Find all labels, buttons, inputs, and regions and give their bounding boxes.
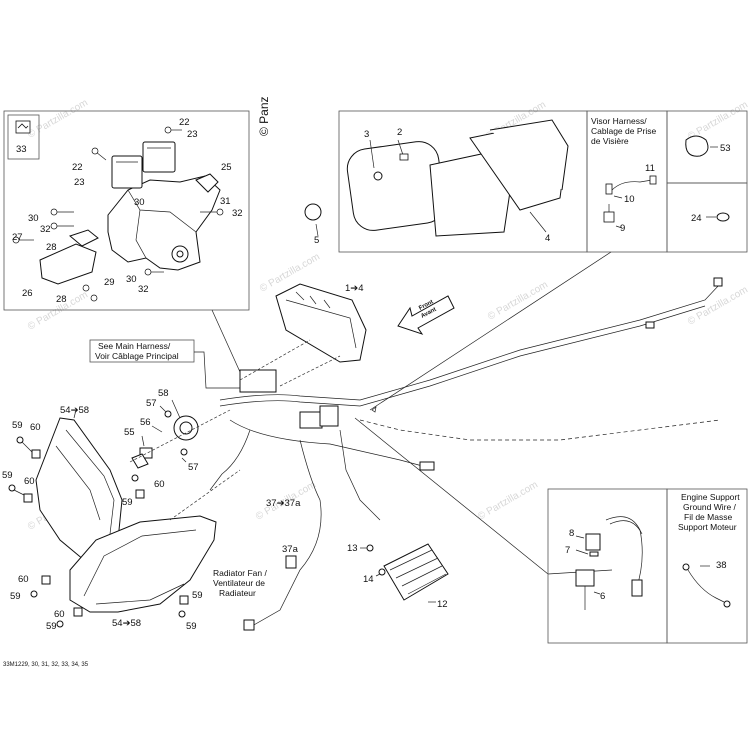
callout-4: 4 — [545, 233, 550, 244]
headlight-lower: 60 59 54➔58 60 59 59 59 60 59 — [10, 474, 217, 632]
watermark: © Partzilla.com — [686, 284, 750, 327]
visor-harness-note-line-1: Visor Harness/ — [591, 116, 647, 126]
bulb-socket-parts: 58 57 56 55 57 — [124, 388, 199, 473]
watermark: © Partzilla.com — [476, 479, 540, 522]
callout-33: 33 — [16, 144, 27, 155]
callout-1-4: 1➔4 — [345, 283, 364, 294]
watermark: © Partzilla.com — [486, 279, 550, 322]
ground-wire-box: Engine Support Ground Wire / Fil de Mass… — [666, 488, 748, 644]
callout-2: 2 — [397, 127, 402, 138]
callout-23-b: 23 — [74, 177, 85, 188]
callout-6: 6 — [600, 591, 605, 602]
callout-9: 9 — [620, 223, 625, 234]
explode-lines — [129, 339, 341, 521]
callout-27: 27 — [12, 232, 23, 243]
visor-harness-note-line-2: Cablage de Prise — [591, 126, 656, 136]
callout-29: 29 — [104, 277, 115, 288]
callout-54-58-a: 54➔58 — [60, 405, 89, 416]
callout-60-c: 60 — [154, 479, 165, 490]
callout-25: 25 — [221, 162, 232, 173]
callout-59-c: 59 — [122, 497, 133, 508]
callout-11: 11 — [645, 163, 655, 174]
visor-harness-box: Visor Harness/ Cablage de Prise de Visiè… — [586, 110, 668, 253]
radiator-fan-note-line-3: Radiateur — [219, 588, 256, 598]
main-wiring-harness — [209, 277, 723, 631]
callout-53: 53 — [720, 143, 731, 154]
callout-37-37a: 37➔37a — [266, 498, 301, 509]
callout-59-g: 59 — [46, 621, 57, 632]
leader-lines — [211, 251, 613, 575]
callout-55: 55 — [124, 427, 135, 438]
callout-24: 24 — [691, 213, 702, 224]
callout-59-b: 59 — [2, 470, 13, 481]
callout-57-b: 57 — [188, 462, 199, 473]
callout-31: 31 — [220, 196, 231, 207]
callout-38: 38 — [716, 560, 727, 571]
grommet-box: 24 — [666, 182, 748, 253]
callout-60-a: 60 — [30, 422, 41, 433]
radiator-fan-section: 37➔37a 37a Radiator Fan / Ventilateur de… — [213, 498, 301, 598]
callout-10: 10 — [624, 194, 635, 205]
callout-59-d: 59 — [10, 591, 21, 602]
callout-30-a: 30 — [134, 197, 145, 208]
callout-8: 8 — [569, 528, 574, 539]
callout-32-a: 32 — [232, 208, 243, 219]
main-harness-note-line-2: Voir Câblage Principal — [95, 351, 179, 361]
callout-60-d: 60 — [18, 574, 29, 585]
ignition-switch-box: 8 7 6 — [547, 488, 668, 644]
callout-5: 5 — [314, 235, 319, 246]
radiator-fan-note-line-2: Ventilateur de — [213, 578, 265, 588]
callout-60-e: 60 — [54, 609, 65, 620]
callout-37a: 37a — [282, 544, 299, 555]
gauge-exploded-box: 3 2 5 4 — [304, 110, 588, 253]
callout-32-b: 32 — [40, 224, 51, 235]
callout-28-a: 28 — [46, 242, 57, 253]
watermark: © Partzilla.com — [26, 97, 90, 140]
ground-wire-note-line-4: Support Moteur — [678, 522, 737, 532]
callout-28-b: 28 — [56, 294, 67, 305]
visor-harness-note-line-3: de Visière — [591, 136, 629, 146]
ground-wire-note-line-3: Fil de Masse — [684, 512, 732, 522]
callout-60-b: 60 — [24, 476, 35, 487]
voltage-regulator: 13 14 12 — [347, 543, 449, 610]
callout-22-a: 22 — [179, 117, 190, 128]
callout-12: 12 — [437, 599, 448, 610]
callout-54-58-b: 54➔58 — [112, 618, 141, 629]
callout-13: 13 — [347, 543, 358, 554]
front-direction-arrow: Front Avant — [397, 295, 455, 335]
callout-56: 56 — [140, 417, 151, 428]
brand-mark: © Panz — [257, 96, 271, 136]
callout-58: 58 — [158, 388, 169, 399]
callout-30-c: 30 — [126, 274, 137, 285]
gauge-assembly: 1➔4 — [275, 283, 367, 363]
callout-59-e: 59 — [192, 590, 203, 601]
callout-59-f: 59 — [186, 621, 197, 632]
callout-7: 7 — [565, 545, 570, 556]
diagram-code: 33M1229, 30, 31, 32, 33, 34, 35 — [3, 662, 89, 668]
radiator-fan-note-line-1: Radiator Fan / — [213, 568, 267, 578]
callout-22-b: 22 — [72, 162, 83, 173]
ground-wire-note-line-1: Engine Support — [681, 492, 740, 502]
callout-14: 14 — [363, 574, 374, 585]
callout-3: 3 — [364, 129, 369, 140]
callout-57-a: 57 — [146, 398, 157, 409]
main-harness-note-line-1: See Main Harness/ — [98, 341, 171, 351]
ground-wire-note-line-2: Ground Wire / — [683, 502, 737, 512]
callout-59-a: 59 — [12, 420, 23, 431]
callout-23-a: 23 — [187, 129, 198, 140]
callout-26: 26 — [22, 288, 33, 299]
callout-30-b: 30 — [28, 213, 39, 224]
main-harness-note: See Main Harness/ Voir Câblage Principal — [89, 339, 240, 389]
bracket-assembly-box: 33 22 23 22 23 25 30 — [3, 110, 250, 311]
callout-32-c: 32 — [138, 284, 149, 295]
